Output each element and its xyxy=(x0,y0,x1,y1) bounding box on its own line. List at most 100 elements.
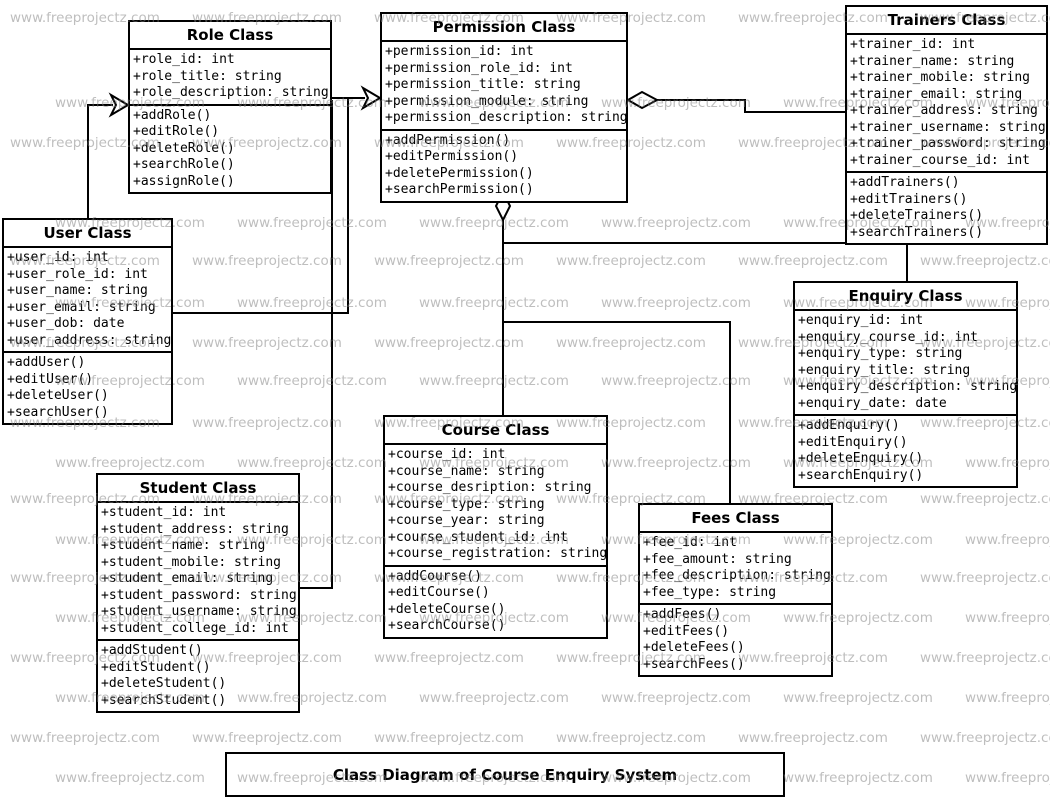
attribute-row: +enquiry_course_id: int xyxy=(798,329,979,345)
class-box-role: Role Class+role_id: int+role_title: stri… xyxy=(128,20,332,194)
method-row: +addPermission() xyxy=(385,132,511,148)
attributes-section: +trainer_id: int+trainer_name: string+tr… xyxy=(847,35,1046,173)
attribute-row: +student_id: int xyxy=(101,505,227,520)
class-box-enquiry: Enquiry Class +enquiry_id: int+enquiry_co… xyxy=(793,281,1018,488)
method-row: +deleteRole() xyxy=(133,140,235,156)
attribute-row: +trainer_username: string xyxy=(850,119,1046,135)
attribute-row: +user_dob: date xyxy=(7,316,125,331)
attribute-row: +trainer_mobile: string xyxy=(850,70,1031,85)
methods-section: +addStudent()+editStudent()+deleteStuden… xyxy=(98,641,298,711)
connector-user-to-permission xyxy=(173,98,349,314)
attribute-row: +trainer_id: int xyxy=(850,37,976,52)
attribute-row: +user_role_id: int xyxy=(7,266,148,282)
method-row: +editStudent() xyxy=(101,659,211,675)
attribute-row: +student_name: string xyxy=(101,538,266,553)
attribute-row: +user_name: string xyxy=(7,283,148,298)
attribute-row: +trainer_email: string xyxy=(850,86,1023,102)
diagram-title: Class Diagram of Course Enquiry System xyxy=(332,765,678,784)
attribute-row: +student_college_id: int xyxy=(101,620,289,636)
class-box-student: Student Class+student_id: int+student_ad… xyxy=(96,473,300,713)
method-row: +addUser() xyxy=(7,355,86,370)
method-row: +deletePermission() xyxy=(385,165,534,181)
class-title: Fees Class xyxy=(640,505,831,533)
attribute-row: +permission_id: int xyxy=(385,44,534,59)
attributes-section: +permission_id: int+permission_role_id: … xyxy=(382,42,628,131)
methods-section: +addRole()+editRole()+deleteRole()+searc… xyxy=(130,106,330,193)
aggregation-diamond-icon xyxy=(625,90,660,110)
attribute-row: +enquiry_title: string xyxy=(798,362,971,378)
attribute-row: +course_desription: string xyxy=(388,480,592,495)
method-row: +addCourse() xyxy=(388,568,482,584)
method-row: +assignRole() xyxy=(133,173,235,189)
generalization-arrow-icon xyxy=(108,92,130,118)
attribute-row: +course_student_id: int xyxy=(388,529,569,545)
methods-section: +addPermission()+editPermission()+delete… xyxy=(382,131,626,201)
attribute-row: +course_id: int xyxy=(388,447,506,462)
attribute-row: +course_type: string xyxy=(388,496,545,512)
attributes-section: +fee_id: int+fee_amount: string+fee_desc… xyxy=(640,533,831,605)
attribute-row: +role_id: int xyxy=(133,52,235,67)
methods-section: +addEnquiry()+editEnquiry()+deleteEnquir… xyxy=(795,416,1016,486)
class-box-fees: Fees Class+fee_id: int+fee_amount: strin… xyxy=(638,503,833,677)
method-row: +addFees() xyxy=(643,607,722,622)
attribute-row: +enquiry_id: int xyxy=(798,313,924,328)
attributes-section: +course_id: int+course_name: string+cour… xyxy=(385,445,608,567)
attribute-row: +trainer_password: string xyxy=(850,136,1046,151)
method-row: +deleteFees() xyxy=(643,640,745,655)
attributes-section: +role_id: int+role_title: string+role_de… xyxy=(130,50,330,106)
attribute-row: +permission_module: string xyxy=(385,93,589,109)
methods-section: +addUser()+editUser()+deleteUser()+searc… xyxy=(4,353,171,423)
method-row: +editPermission() xyxy=(385,149,519,164)
method-row: +searchEnquiry() xyxy=(798,467,924,483)
method-row: +addRole() xyxy=(133,107,212,123)
methods-section: +addCourse()+editCourse()+deleteCourse()… xyxy=(385,567,606,637)
method-row: +deleteStudent() xyxy=(101,676,227,691)
attribute-row: +trainer_name: string xyxy=(850,53,1015,69)
method-row: +deleteUser() xyxy=(7,388,109,403)
method-row: +deleteCourse() xyxy=(388,601,506,617)
method-row: +searchFees() xyxy=(643,656,745,672)
attribute-row: +fee_id: int xyxy=(643,535,737,550)
method-row: +editUser() xyxy=(7,371,94,387)
attribute-row: +user_email: string xyxy=(7,299,156,315)
method-row: +addEnquiry() xyxy=(798,418,900,433)
attribute-row: +student_password: string xyxy=(101,587,297,603)
method-row: +editEnquiry() xyxy=(798,434,908,450)
connector-permission-to-trainers xyxy=(625,90,845,113)
class-title: Student Class xyxy=(98,475,298,503)
class-title: Role Class xyxy=(130,22,330,50)
attributes-section: +user_id: int+user_role_id: int+user_nam… xyxy=(4,248,171,353)
class-box-permission: Permission Class+permission_id: int+perm… xyxy=(380,12,628,203)
attribute-row: +permission_description: string xyxy=(385,110,628,125)
method-row: +searchTrainers() xyxy=(850,224,984,240)
method-row: +editRole() xyxy=(133,124,220,139)
connector-user-to-role xyxy=(87,92,130,219)
attribute-row: +fee_description: string xyxy=(643,568,831,583)
attribute-row: +course_registration: string xyxy=(388,546,608,561)
attribute-row: +course_name: string xyxy=(388,463,545,479)
method-row: +searchUser() xyxy=(7,404,109,420)
attributes-section: +student_id: int+student_address: string… xyxy=(98,503,298,641)
method-row: +addTrainers() xyxy=(850,175,960,190)
class-box-user: User Class+user_id: int+user_role_id: in… xyxy=(2,218,173,425)
attribute-row: +trainer_address: string xyxy=(850,103,1038,118)
attribute-row: +user_id: int xyxy=(7,250,109,265)
attribute-row: +trainer_course_id: int xyxy=(850,152,1031,168)
method-row: +addStudent() xyxy=(101,643,203,658)
class-box-trainers: Trainers Class+trainer_id: int+trainer_n… xyxy=(845,5,1048,245)
attribute-row: +enquiry_type: string xyxy=(798,346,963,361)
methods-section: +addFees()+editFees()+deleteFees()+searc… xyxy=(640,605,831,675)
method-row: +editTrainers() xyxy=(850,191,968,207)
methods-section: +addTrainers()+editTrainers()+deleteTrai… xyxy=(847,173,1046,243)
attribute-row: +role_description: string xyxy=(133,85,329,100)
class-title: Permission Class xyxy=(382,14,626,42)
attribute-row: +student_email: string xyxy=(101,571,274,586)
method-row: +searchCourse() xyxy=(388,618,506,633)
method-row: +searchPermission() xyxy=(385,182,534,197)
class-box-course: Course Class+course_id: int+course_name:… xyxy=(383,415,608,639)
attribute-row: +course_year: string xyxy=(388,513,545,528)
class-title: Enquiry Class xyxy=(795,283,1016,311)
connector-student-to-permission xyxy=(300,100,333,589)
attribute-row: +role_title: string xyxy=(133,68,282,84)
class-title: Course Class xyxy=(385,417,606,445)
